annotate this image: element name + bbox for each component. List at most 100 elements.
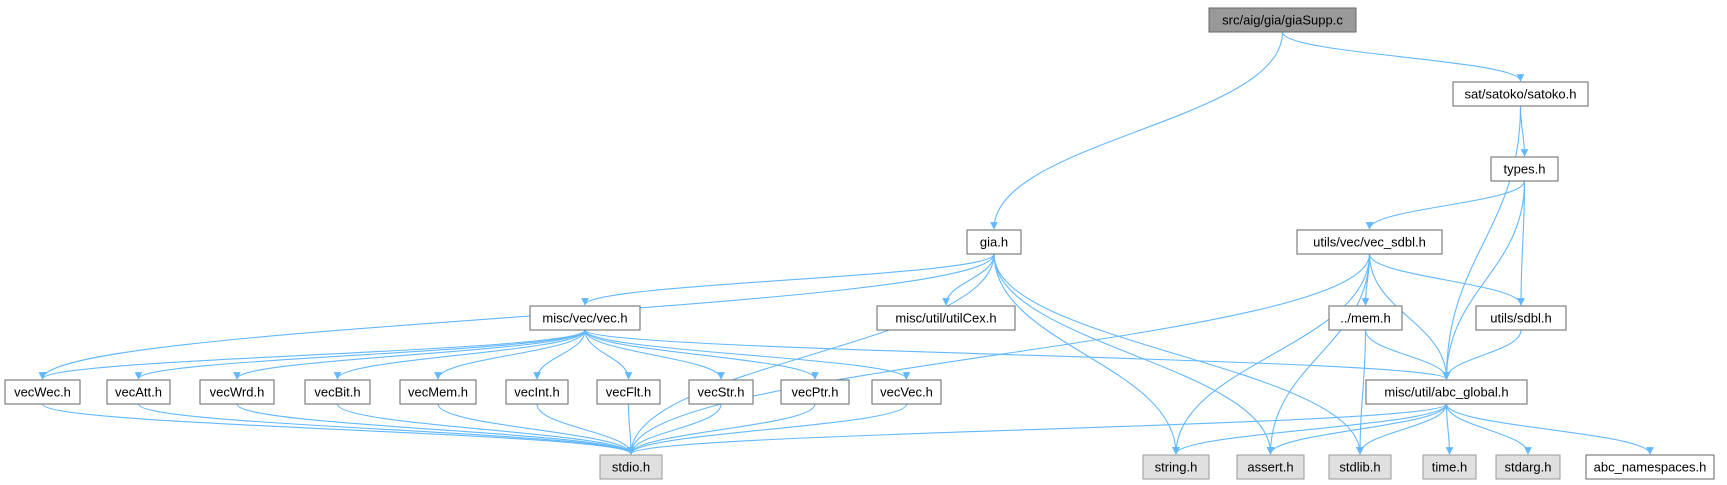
edge-types_h-to-sdbl_h [1517, 180, 1526, 306]
edge-misc_vec_h-to-vecatt_h [134, 329, 586, 380]
edge-vecbit_h-to-stdio_h [336, 403, 635, 455]
node-gia_h[interactable]: gia.h [966, 229, 1022, 255]
node-abc_namespaces_h[interactable]: abc_namespaces.h [1585, 454, 1715, 480]
node-satoko_h[interactable]: sat/satoko/satoko.h [1452, 81, 1589, 107]
node-label-sdbl_h: utils/sdbl.h [1490, 311, 1551, 326]
node-box-vecint_h [505, 379, 569, 405]
node-label-mem_h: ../mem.h [1340, 311, 1391, 326]
node-label-utilcex_h: misc/util/utilCex.h [895, 311, 996, 326]
node-vecwrd_h[interactable]: vecWrd.h [199, 379, 275, 405]
edge-abc_global_h-to-time_h [1445, 403, 1454, 455]
node-box-vecstr_h [688, 379, 754, 405]
node-stdio_h: stdio.h [599, 454, 663, 480]
edge-misc_vec_h-to-vecmem_h [434, 329, 586, 380]
edge-sdbl_h-to-abc_global_h [1442, 329, 1522, 380]
node-label-root: src/aig/gia/giaSupp.c [1222, 13, 1343, 28]
edge-misc_vec_h-to-vecwec_h [38, 329, 586, 380]
node-box-assert_h [1236, 454, 1305, 480]
node-vecbit_h[interactable]: vecBit.h [304, 379, 371, 405]
edge-misc_vec_h-to-vecwrd_h [233, 329, 586, 380]
node-stdlib_h: stdlib.h [1328, 454, 1392, 480]
edge-gia_h-to-stdio_h [627, 253, 995, 455]
node-abc_global_h[interactable]: misc/util/abc_global.h [1365, 379, 1528, 405]
node-string_h: string.h [1142, 454, 1210, 480]
edges-layer [38, 31, 1654, 455]
edge-root-to-gia_h [990, 31, 1284, 230]
node-misc_vec_h[interactable]: misc/vec/vec.h [529, 305, 641, 331]
node-box-types_h [1490, 156, 1559, 182]
node-vecint_h[interactable]: vecInt.h [505, 379, 569, 405]
node-mem_h[interactable]: ../mem.h [1328, 305, 1403, 331]
node-box-abc_namespaces_h [1585, 454, 1715, 480]
edge-vecvec_h-to-stdio_h [627, 403, 908, 455]
node-vecwec_h[interactable]: vecWec.h [4, 379, 81, 405]
node-vec_sdbl_h[interactable]: utils/vec/vec_sdbl.h [1296, 229, 1443, 255]
edge-misc_vec_h-to-vecvec_h [584, 329, 911, 380]
node-vecvec_h[interactable]: vecVec.h [871, 379, 942, 405]
node-root: src/aig/gia/giaSupp.c [1208, 7, 1357, 33]
node-vecptr_h[interactable]: vecPtr.h [780, 379, 850, 405]
node-vecstr_h[interactable]: vecStr.h [688, 379, 754, 405]
edge-abc_global_h-to-abc_namespaces_h [1445, 403, 1654, 455]
edge-vec_sdbl_h-to-abc_global_h [1368, 253, 1451, 380]
node-label-time_h: time.h [1432, 460, 1467, 475]
node-assert_h: assert.h [1236, 454, 1305, 480]
node-label-misc_vec_h: misc/vec/vec.h [542, 311, 627, 326]
node-label-string_h: string.h [1155, 460, 1198, 475]
edge-vecflt_h-to-stdio_h [627, 403, 635, 455]
node-utilcex_h[interactable]: misc/util/utilCex.h [876, 305, 1016, 331]
edge-misc_vec_h-to-vecbit_h [333, 329, 586, 380]
node-label-vecstr_h: vecStr.h [698, 385, 745, 400]
node-vecflt_h[interactable]: vecFlt.h [596, 379, 661, 405]
node-time_h: time.h [1422, 454, 1477, 480]
edge-vecwrd_h-to-stdio_h [236, 403, 635, 455]
node-box-vecwec_h [4, 379, 81, 405]
edge-misc_vec_h-to-vecint_h [533, 329, 586, 380]
node-box-vec_sdbl_h [1296, 229, 1443, 255]
node-box-stdlib_h [1328, 454, 1392, 480]
edge-vec_sdbl_h-to-sdbl_h [1368, 253, 1525, 306]
edge-mem_h-to-stdlib_h [1356, 329, 1367, 455]
node-label-gia_h: gia.h [980, 235, 1008, 250]
edge-vecatt_h-to-stdio_h [137, 403, 635, 455]
node-label-vecatt_h: vecAtt.h [115, 385, 162, 400]
node-box-vecwrd_h [199, 379, 275, 405]
node-box-abc_global_h [1365, 379, 1528, 405]
node-box-misc_vec_h [529, 305, 641, 331]
node-sdbl_h[interactable]: utils/sdbl.h [1475, 305, 1567, 331]
edge-types_h-to-vec_sdbl_h [1365, 180, 1526, 230]
node-box-vecvec_h [871, 379, 942, 405]
edge-gia_h-to-assert_h [993, 253, 1275, 455]
edge-misc_vec_h-to-vecptr_h [584, 329, 819, 380]
edge-vec_sdbl_h-to-assert_h [1266, 253, 1371, 455]
node-label-vec_sdbl_h: utils/vec/vec_sdbl.h [1313, 235, 1426, 250]
node-box-satoko_h [1452, 81, 1589, 107]
node-label-vecmem_h: vecMem.h [408, 385, 468, 400]
node-types_h[interactable]: types.h [1490, 156, 1559, 182]
node-vecmem_h[interactable]: vecMem.h [399, 379, 477, 405]
nodes-layer: src/aig/gia/giaSupp.c gia.h sat/satoko/sat… [4, 7, 1715, 480]
edge-misc_vec_h-to-abc_global_h [584, 329, 1451, 380]
node-label-abc_namespaces_h: abc_namespaces.h [1594, 460, 1707, 475]
edge-abc_global_h-to-stdlib_h [1356, 403, 1448, 455]
node-vecatt_h[interactable]: vecAtt.h [106, 379, 171, 405]
node-box-gia_h [966, 229, 1022, 255]
edge-types_h-to-abc_global_h [1442, 180, 1526, 380]
node-box-vecptr_h [780, 379, 850, 405]
edge-gia_h-to-string_h [993, 253, 1180, 455]
node-box-root [1208, 7, 1357, 33]
edge-abc_global_h-to-string_h [1172, 403, 1448, 455]
node-label-satoko_h: sat/satoko/satoko.h [1464, 87, 1576, 102]
node-box-utilcex_h [876, 305, 1016, 331]
node-box-vecmem_h [399, 379, 477, 405]
node-label-stdlib_h: stdlib.h [1339, 460, 1380, 475]
node-box-stdio_h [599, 454, 663, 480]
edge-vec_sdbl_h-to-string_h [1172, 253, 1371, 455]
edge-satoko_h-to-types_h [1519, 105, 1529, 157]
node-box-time_h [1422, 454, 1477, 480]
node-box-stdarg_h [1495, 454, 1561, 480]
edge-gia_h-to-utilcex_h [942, 253, 995, 306]
node-label-vecbit_h: vecBit.h [314, 385, 360, 400]
edge-gia_h-to-stdlib_h [993, 253, 1364, 455]
edge-root-to-satoko_h [1281, 31, 1525, 82]
